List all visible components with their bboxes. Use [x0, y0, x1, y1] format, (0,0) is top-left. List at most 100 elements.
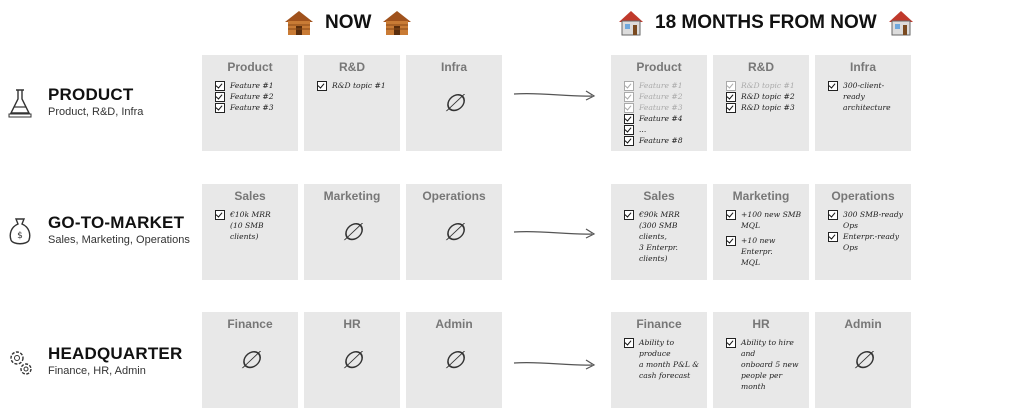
- checklist-item: €90k MRR (300 SMB clients, 3 Enterpr. cl…: [624, 209, 701, 264]
- hut-icon: [383, 11, 412, 35]
- box-title: R&D: [748, 60, 774, 74]
- checklist-item-text: R&D topic #3: [741, 103, 795, 112]
- flask-icon: [8, 89, 32, 118]
- row-subtitle: Sales, Marketing, Operations: [48, 234, 190, 246]
- checklist-item-text: Feature #1: [639, 81, 683, 90]
- checklist-item: Feature #2: [215, 91, 292, 102]
- box-title: Infra: [849, 60, 876, 74]
- checklist-item-text: Feature #1: [230, 81, 274, 90]
- checkbox-icon: [624, 103, 634, 113]
- checklist-item: ...: [624, 124, 701, 135]
- later-product-box-r-d: R&D R&D topic #1 R&D topic #2 R&D topic #3: [713, 55, 809, 151]
- checklist-item: Ability to produce a month P&L & cash fo…: [624, 337, 701, 381]
- checklist-item-text: Enterpr.-ready Ops: [843, 232, 900, 252]
- checklist-item-text: €90k MRR (300 SMB clients, 3 Enterpr. cl…: [639, 210, 680, 263]
- row-title: PRODUCT: [48, 85, 134, 104]
- now-gtm-box-marketing: Marketing∅: [304, 184, 400, 280]
- checkbox-icon: [828, 81, 838, 91]
- checkbox-icon: [828, 210, 838, 220]
- now-gtm-box-operations: Operations∅: [406, 184, 502, 280]
- empty-set-symbol: ∅: [852, 346, 874, 374]
- house-icon: [888, 11, 913, 36]
- box-title: Admin: [435, 317, 473, 331]
- row-label-product: PRODUCT Product, R&D, Infra: [6, 85, 196, 125]
- checklist-item-text: Ability to hire and onboard 5 new people…: [741, 338, 799, 391]
- arrow-product: [513, 90, 596, 101]
- checklist-item: R&D topic #3: [726, 102, 803, 113]
- arrow-headquarter: [513, 359, 596, 370]
- box-title: Admin: [844, 317, 882, 331]
- checkbox-icon: [726, 338, 736, 348]
- box-title: Finance: [227, 317, 273, 331]
- empty-set-symbol: ∅: [443, 89, 465, 117]
- later-hq-box-hr: HR Ability to hire and onboard 5 new peop…: [713, 312, 809, 408]
- checklist-item-text: +10 new Enterpr. MQL: [741, 236, 776, 267]
- later-gtm-box-sales: Sales €90k MRR (300 SMB clients, 3 Enterp…: [611, 184, 707, 280]
- empty-set-symbol: ∅: [443, 346, 465, 374]
- checklist-item: R&D topic #1: [726, 80, 803, 91]
- checkbox-icon: [215, 210, 225, 220]
- checklist-item-text: Feature #2: [639, 92, 683, 101]
- now-product-box-infra: Infra∅: [406, 55, 502, 151]
- gears-icon: [10, 351, 32, 375]
- row-subtitle: Product, R&D, Infra: [48, 106, 144, 118]
- checklist-item-text: R&D topic #1: [332, 81, 386, 90]
- later-header: 18 MONTHS FROM NOW: [617, 8, 915, 38]
- row-title: GO-TO-MARKET: [48, 213, 185, 232]
- checklist-item: 300-client-ready architecture: [828, 80, 905, 113]
- checklist-item: R&D topic #2: [726, 91, 803, 102]
- box-title: Sales: [643, 189, 675, 203]
- checklist-item: R&D topic #1: [317, 80, 394, 91]
- checklist-item: Feature #1: [215, 80, 292, 91]
- checklist-item-text: Feature #3: [639, 103, 683, 112]
- box-title: Finance: [636, 317, 682, 331]
- row-label-headquarter: HEADQUARTER Finance, HR, Admin: [6, 344, 196, 384]
- checkbox-icon: [624, 210, 634, 220]
- box-title: Operations: [422, 189, 486, 203]
- hut-icon: [285, 11, 313, 35]
- house-icon: [619, 11, 643, 36]
- row-label-go-to-market: $ GO-TO-MARKET Sales, Marketing, Operati…: [6, 213, 196, 253]
- checkbox-icon: [215, 92, 225, 102]
- checklist-item-text: R&D topic #1: [741, 81, 795, 90]
- arrow-go-to-market: [513, 228, 596, 239]
- box-title: Marketing: [323, 189, 381, 203]
- box-title: HR: [752, 317, 770, 331]
- now-title: NOW: [325, 12, 372, 33]
- later-product-box-infra: Infra 300-client-ready architecture: [815, 55, 911, 151]
- checkbox-icon: [726, 81, 736, 91]
- checkbox-icon: [726, 236, 736, 246]
- checklist-item-text: €10k MRR (10 SMB clients): [230, 210, 271, 241]
- box-title: Sales: [234, 189, 266, 203]
- now-hq-box-hr: HR∅: [304, 312, 400, 408]
- checklist-item-text: Feature #2: [230, 92, 274, 101]
- checkbox-icon: [624, 125, 634, 135]
- checkbox-icon: [215, 103, 225, 113]
- checklist-item-text: 300-client-ready architecture: [843, 81, 891, 112]
- empty-set-symbol: ∅: [341, 346, 363, 374]
- checklist-item-text: ...: [639, 125, 647, 134]
- checkbox-icon: [726, 92, 736, 102]
- checklist-item: Feature #4: [624, 113, 701, 124]
- checkbox-icon: [317, 81, 327, 91]
- box-title: Marketing: [732, 189, 790, 203]
- checkbox-icon: [624, 81, 634, 91]
- checklist-item: +100 new SMB MQL: [726, 209, 803, 231]
- box-title: Product: [227, 60, 273, 74]
- row-subtitle: Finance, HR, Admin: [48, 365, 146, 377]
- box-title: Operations: [831, 189, 895, 203]
- checklist-item: Feature #2: [624, 91, 701, 102]
- checklist-item: Feature #3: [215, 102, 292, 113]
- checklist-item-text: R&D topic #2: [741, 92, 795, 101]
- now-header: NOW: [283, 8, 413, 38]
- checklist-item: Feature #8: [624, 135, 701, 146]
- checklist-item-text: 300 SMB-ready Ops: [843, 210, 903, 230]
- checkbox-icon: [624, 136, 634, 146]
- checklist-item: 300 SMB-ready Ops: [828, 209, 905, 231]
- row-title: HEADQUARTER: [48, 344, 183, 363]
- checkbox-icon: [726, 103, 736, 113]
- checklist-item: +10 new Enterpr. MQL: [726, 235, 803, 268]
- checklist-item-text: Feature #3: [230, 103, 274, 112]
